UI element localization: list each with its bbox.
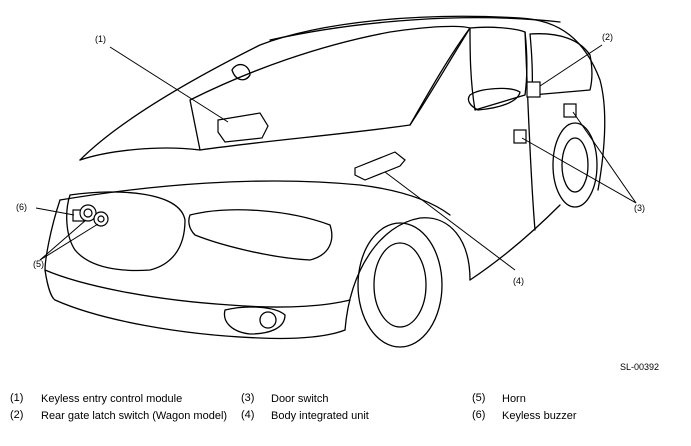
rear-gate-latch-switch xyxy=(526,81,541,98)
legend-text-3: Door switch xyxy=(271,393,329,405)
legend-num-3: (3) xyxy=(241,392,255,404)
front-wheel xyxy=(357,222,443,348)
side-mirror xyxy=(467,87,521,111)
headlight xyxy=(188,209,333,261)
roof-pod xyxy=(231,63,251,81)
legend-text-4: Body integrated unit xyxy=(271,410,369,422)
callout-3: (3) xyxy=(634,203,645,213)
legend-text-1: Keyless entry control module xyxy=(41,393,183,405)
a-pillar xyxy=(409,27,471,126)
legend-text-2: Rear gate latch switch (Wagon model) xyxy=(41,410,228,422)
legend-text-5: Horn xyxy=(502,393,526,405)
side-sill xyxy=(469,204,561,281)
leader-6 xyxy=(35,207,75,216)
bumper-lower xyxy=(54,299,346,340)
leader-2 xyxy=(539,44,603,87)
front-wheel-inner xyxy=(373,242,427,328)
fog-light xyxy=(223,306,286,335)
leader-3a xyxy=(572,111,637,204)
components xyxy=(72,81,577,227)
callout-1: (1) xyxy=(95,34,106,44)
callout-5: (5) xyxy=(33,259,44,269)
body-silhouette xyxy=(79,15,606,191)
callout-4: (4) xyxy=(513,276,524,286)
door-switch-rear xyxy=(563,103,577,118)
legend-num-6: (6) xyxy=(472,409,486,421)
leader-3b xyxy=(521,137,637,204)
legend-num-1: (1) xyxy=(10,392,24,404)
body-integrated-unit xyxy=(354,151,406,181)
callout-6: (6) xyxy=(16,202,27,212)
door-switch-front xyxy=(513,129,527,144)
rear-wheel xyxy=(552,122,598,208)
hood-line xyxy=(79,147,201,161)
figure-id: SL-00392 xyxy=(620,362,660,372)
leader-5b xyxy=(39,223,99,261)
leader-lines xyxy=(35,44,637,271)
fog-lamp xyxy=(259,311,277,329)
front-door-window xyxy=(469,26,528,111)
leader-5a xyxy=(39,219,87,261)
horn-left-inner xyxy=(83,208,93,218)
legend-num-5: (5) xyxy=(472,392,486,404)
legend-num-2: (2) xyxy=(10,409,24,421)
leader-4 xyxy=(384,171,516,271)
leader-1 xyxy=(109,46,229,123)
keyless-entry-control-module xyxy=(217,112,269,143)
legend-text-6: Keyless buzzer xyxy=(502,410,577,422)
hood-edge xyxy=(59,180,451,216)
front-corner xyxy=(44,199,61,301)
grille xyxy=(66,191,186,272)
car-outline xyxy=(44,15,606,348)
callout-2: (2) xyxy=(602,32,613,42)
rear-door-window xyxy=(529,33,593,96)
front-wheel-arch xyxy=(344,217,471,331)
b-pillar xyxy=(524,31,536,231)
legend-num-4: (4) xyxy=(241,409,255,421)
roof-line xyxy=(269,17,561,41)
horn-right-inner xyxy=(97,215,105,223)
front-bumper xyxy=(44,269,351,308)
rear-wheel-inner xyxy=(561,137,589,193)
